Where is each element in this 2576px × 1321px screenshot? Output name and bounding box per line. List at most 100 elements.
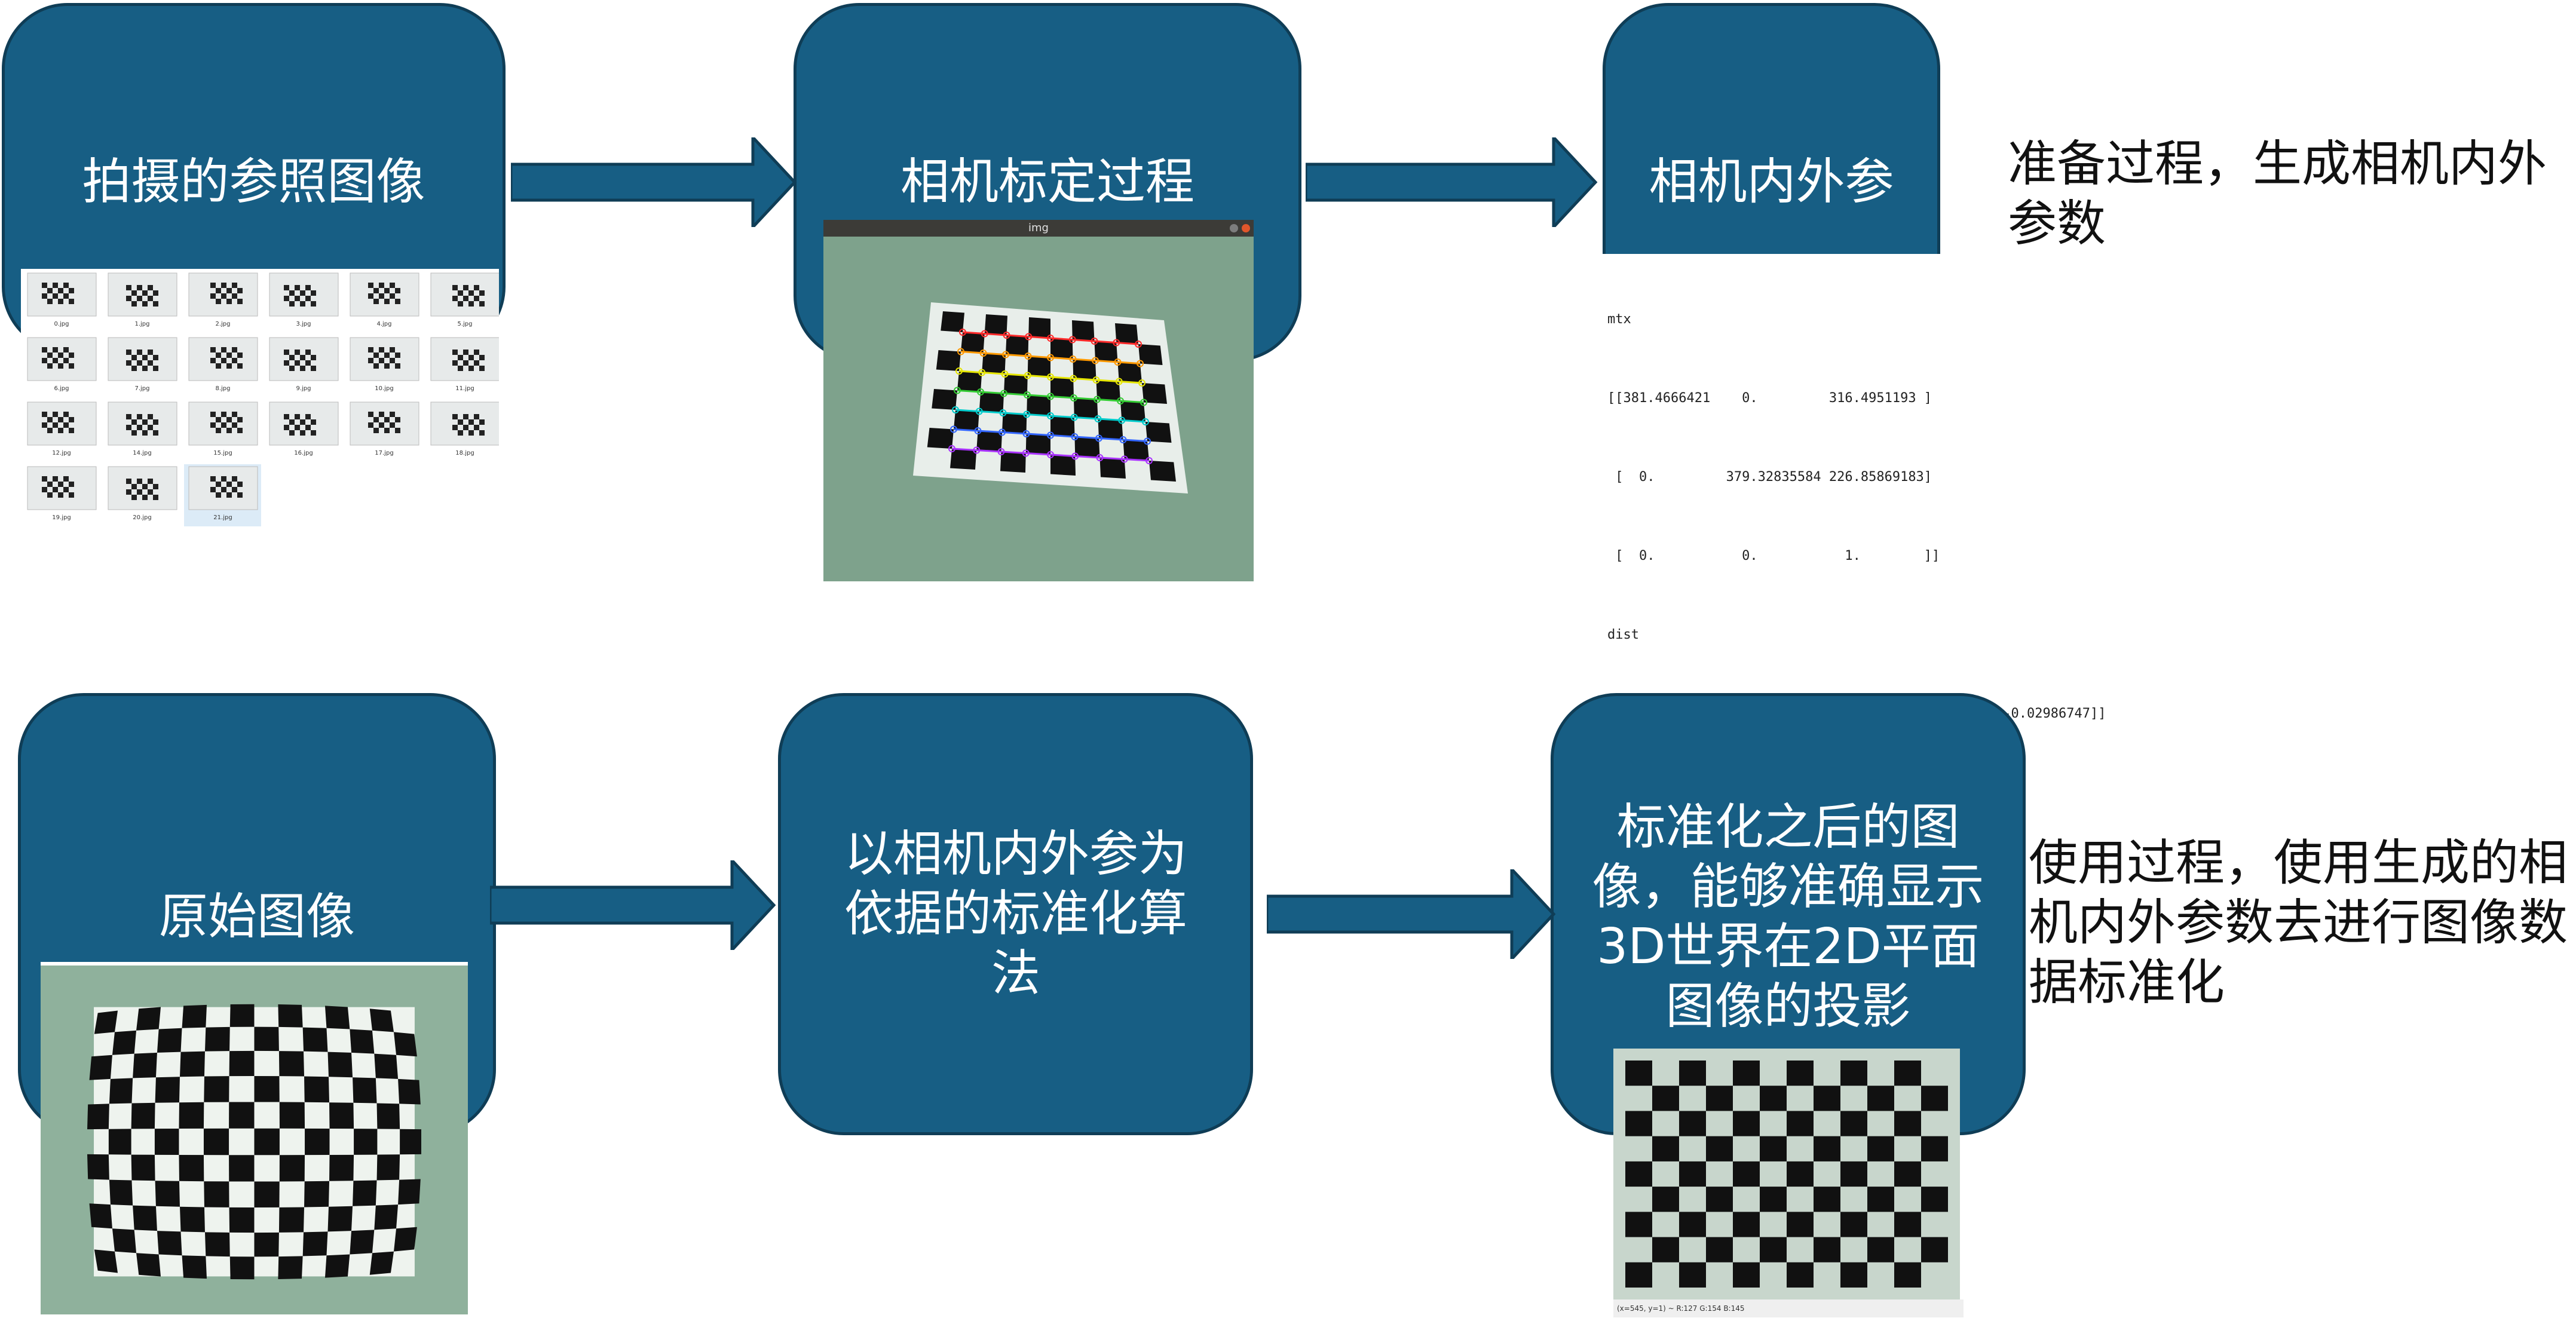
thumbnail-item[interactable]: 18.jpg: [430, 401, 500, 456]
corner-line: [955, 409, 1146, 423]
image-status-bar: (x=545, y=1) ~ R:127 G:154 B:145: [1613, 1299, 1964, 1317]
checker-square: [1840, 1161, 1867, 1187]
thumbnail-item[interactable]: 0.jpg: [27, 272, 97, 327]
checker-square: [350, 1230, 375, 1255]
checker-square: [394, 1227, 417, 1252]
corner-line: [951, 448, 1150, 462]
checker-square: [1098, 419, 1123, 440]
calibration-window-title: img: [1028, 222, 1049, 234]
checker-square: [1921, 1136, 1948, 1161]
thumbnail-item[interactable]: 19.jpg: [27, 466, 97, 521]
checker-square: [1894, 1061, 1921, 1086]
thumbnail-item[interactable]: 21.jpg: [184, 464, 261, 526]
usage-note: 使用过程，使用生成的相机内外参数去进行图像数据标准化: [2029, 835, 2568, 1011]
checker-square: [1120, 401, 1145, 422]
checker-square: [305, 1128, 330, 1156]
thumbnail-label: 5.jpg: [457, 321, 472, 327]
checker-square: [398, 1179, 421, 1205]
checker-square: [1814, 1237, 1840, 1262]
checker-square: [278, 1051, 305, 1077]
checker-square: [1733, 1161, 1760, 1187]
checker-square: [979, 392, 1004, 413]
thumbnail-item[interactable]: 6.jpg: [27, 337, 97, 392]
thumbnail-item[interactable]: 20.jpg: [108, 466, 177, 521]
checker-square: [353, 1077, 377, 1104]
checker-square: [976, 431, 1002, 452]
matrix-line: [ 0. 0. 1. ]]: [1607, 548, 1940, 563]
checker-square: [1074, 398, 1098, 419]
checker-square: [400, 1129, 422, 1155]
thumbnail-item[interactable]: 7.jpg: [108, 337, 177, 392]
checker-square: [936, 350, 961, 371]
checker-square: [1625, 1061, 1652, 1086]
prep-note: 准备过程，生成相机内外参数: [2008, 136, 2547, 252]
checker-square: [374, 1204, 399, 1230]
thumbnail-label: 0.jpg: [54, 321, 69, 327]
matrix-line: dist: [1607, 627, 1639, 642]
thumbnail-item[interactable]: 2.jpg: [188, 272, 258, 327]
checker-square: [304, 1181, 330, 1207]
checker-square: [1099, 458, 1126, 479]
checker-square: [1050, 338, 1073, 359]
checker-square: [182, 1004, 207, 1028]
thumbnail-item[interactable]: 1.jpg: [108, 272, 177, 327]
checker-square: [203, 1128, 229, 1156]
checker-square: [1145, 422, 1172, 443]
checker-square: [932, 389, 957, 410]
checker-square: [1138, 344, 1163, 365]
thumbnail-item[interactable]: 12.jpg: [27, 401, 97, 456]
thumbnail-label: 9.jpg: [296, 385, 311, 392]
thumbnail-item[interactable]: 8.jpg: [188, 337, 258, 392]
checker-square: [374, 1053, 399, 1079]
checker-square: [1142, 383, 1167, 404]
checker-square: [1652, 1237, 1679, 1262]
checker-square: [133, 1052, 157, 1078]
window-minimize-icon[interactable]: [1230, 224, 1238, 232]
checker-square: [353, 1180, 377, 1206]
checker-square: [941, 311, 964, 332]
thumbnail-item[interactable]: 17.jpg: [350, 401, 419, 456]
checker-square: [179, 1155, 204, 1182]
checker-square: [376, 1154, 400, 1181]
checker-square: [1000, 452, 1026, 473]
checker-square: [1894, 1262, 1921, 1288]
checker-square: [229, 1256, 255, 1280]
checker-square: [1787, 1262, 1814, 1288]
checker-square: [154, 1128, 179, 1156]
checker-square: [155, 1181, 180, 1207]
checker-square: [327, 1206, 353, 1232]
thumbnail-item[interactable]: 4.jpg: [350, 272, 419, 327]
checker-square: [89, 1055, 112, 1080]
checker-square: [131, 1102, 155, 1129]
thumbnail-item[interactable]: 14.jpg: [108, 401, 177, 456]
distorted-checkerboard: [41, 966, 468, 1314]
checker-square: [1625, 1212, 1652, 1237]
thumbnail-item[interactable]: 3.jpg: [269, 272, 339, 327]
checker-square: [1894, 1161, 1921, 1187]
checker-square: [1840, 1262, 1867, 1288]
matrix-line: [[381.4666421 0. 316.4951193 ]: [1607, 391, 1932, 406]
checker-square: [278, 1256, 303, 1279]
checker-square: [957, 371, 982, 392]
window-close-icon[interactable]: [1242, 224, 1250, 232]
checker-square: [1625, 1161, 1652, 1187]
thumbnail-item[interactable]: 16.jpg: [269, 401, 339, 456]
checker-square: [398, 1078, 421, 1105]
checker-square: [954, 410, 979, 431]
checker-square: [1840, 1212, 1867, 1237]
thumbnail-label: 8.jpg: [215, 385, 230, 392]
thumbnail-item[interactable]: 15.jpg: [188, 401, 258, 456]
checker-square: [108, 1129, 131, 1155]
checker-square: [1123, 440, 1149, 461]
checker-square: [1027, 356, 1050, 377]
thumbnail-item[interactable]: 11.jpg: [430, 337, 500, 392]
thumbnail-item[interactable]: 10.jpg: [350, 337, 419, 392]
checker-square: [87, 1104, 109, 1130]
thumbnail-item[interactable]: 5.jpg: [430, 272, 500, 327]
thumbnail-item[interactable]: 9.jpg: [269, 337, 339, 392]
checker-square: [133, 1205, 157, 1231]
undistorted-checkerboard: [1613, 1049, 1960, 1299]
checker-square: [1652, 1086, 1679, 1111]
arrow-2: [1306, 137, 1598, 227]
